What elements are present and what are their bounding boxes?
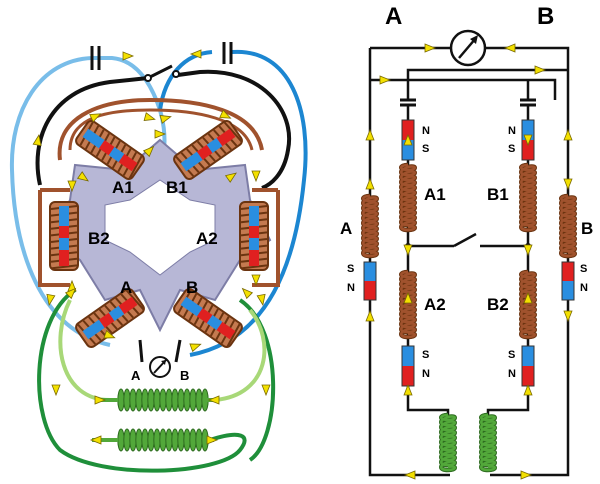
stator-coil-a: [75, 287, 145, 349]
schematic-magnet-lower-right: [521, 345, 535, 387]
schematic-capacitor-left: [400, 98, 416, 107]
meter-label-b: B: [180, 368, 189, 383]
schematic-label-a1: A1: [424, 185, 446, 204]
meter-label-a: A: [131, 368, 141, 383]
switch-lever: [147, 64, 173, 80]
wire-lightgreen-loop: [58, 299, 267, 402]
schematic-green-coil-right: [479, 412, 497, 473]
copper-left-frame: [38, 188, 70, 287]
coil-label-b: B: [186, 278, 198, 297]
meter-lead-a: [138, 339, 144, 363]
copper-outer-arc-top: [57, 97, 264, 161]
schematic-magnets: [363, 119, 575, 387]
schematic-coil-a: [361, 193, 379, 259]
wire-blue-right-loop: [189, 49, 308, 357]
pole-lower-left-n: N: [422, 368, 430, 380]
schematic-meter: [449, 29, 487, 67]
coil-label-a1: A1: [112, 178, 134, 197]
capacitor-left: [90, 46, 101, 70]
coil-label-b1: B1: [166, 178, 188, 197]
flow-arrows-right: [365, 43, 573, 480]
pole-lower-right-n: N: [508, 368, 516, 380]
copper-right-frame: [252, 188, 280, 287]
schematic-inner-bus-2: [406, 68, 568, 100]
right-schematic: A B A1: [340, 3, 593, 480]
stator-coil-a1: [75, 119, 145, 181]
coil-label-a2: A2: [196, 229, 218, 248]
schematic-label-a2: A2: [424, 295, 446, 314]
stator-coil-a2: [239, 201, 269, 271]
green-coil-upper: [117, 388, 209, 412]
schematic-coil-b1: [519, 162, 537, 233]
pole-mid-left-n: N: [347, 282, 355, 294]
pole-lower-right-s: S: [508, 349, 515, 361]
schematic-top-label-a: A: [385, 3, 402, 30]
stator-coil-b1: [173, 119, 243, 181]
green-coil-lower: [117, 428, 209, 452]
capacitor-right: [222, 42, 233, 64]
schematic-inner-bus-1: [370, 78, 557, 100]
schematic-coil-b: [559, 193, 577, 259]
pole-mid-left-s: S: [347, 263, 354, 275]
meter-lead-b: [174, 339, 182, 363]
left-figure: A B A1 B1 B2 A2 A B: [9, 42, 308, 473]
pole-lower-left-s: S: [422, 349, 429, 361]
schematic-magnet-mid-right: [561, 261, 575, 301]
stator-coil-b2: [49, 201, 79, 271]
pole-upper-right-n: N: [508, 125, 516, 137]
pole-upper-left-n: N: [422, 125, 430, 137]
schematic-label-b2: B2: [487, 295, 509, 314]
schematic-coil-a2: [399, 269, 417, 340]
coil-label-b2: B2: [88, 229, 110, 248]
stator-coils: [49, 119, 269, 349]
coil-label-a: A: [120, 278, 132, 297]
schematic-label-b: B: [581, 219, 593, 238]
schematic-magnet-mid-left: [363, 261, 377, 301]
schematic-coil-a1: [399, 162, 417, 233]
schematic-label-b1: B1: [487, 185, 509, 204]
pole-mid-right-s: S: [580, 263, 587, 275]
meter-gauge: [149, 356, 171, 378]
schematic-green-coil-left: [439, 412, 457, 473]
schematic-outer-wire: [368, 46, 570, 477]
wire-black-loop: [35, 69, 292, 190]
copper-outer-arc-top2: [68, 108, 254, 151]
stator-hole: [104, 179, 216, 276]
schematic-switch-lever: [453, 232, 477, 248]
pole-mid-right-n: N: [580, 282, 588, 294]
schematic-top-label-b: B: [537, 3, 554, 30]
schematic-capacitor-right: [520, 98, 536, 107]
pole-upper-left-s: S: [422, 143, 429, 155]
flow-arrows-left: [32, 49, 271, 445]
schematic-magnet-lower-left: [401, 345, 415, 387]
schematic-coils: [361, 162, 577, 473]
schematic-label-a: A: [340, 219, 352, 238]
stator-coil-b: [173, 287, 243, 349]
wire-lightblue-left-loop: [9, 56, 111, 347]
pole-upper-right-s: S: [508, 143, 515, 155]
schematic-coil-b2: [519, 269, 537, 340]
